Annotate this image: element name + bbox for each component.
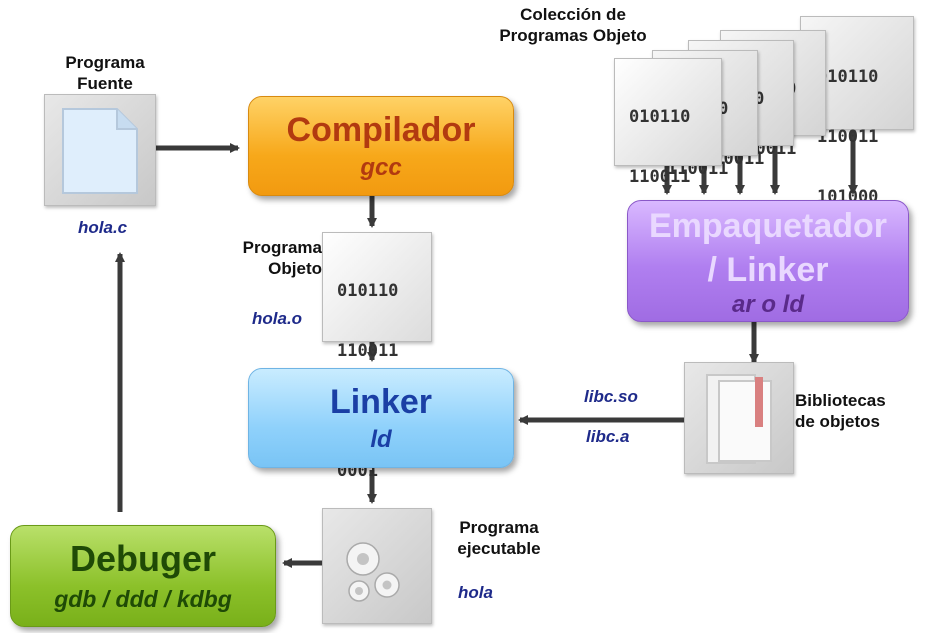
- binary-file-icon: 010110 110011 101000 0001: [322, 232, 432, 481]
- linker-box: Linker ld: [248, 368, 514, 468]
- libc-so-label: libc.so: [584, 387, 638, 406]
- empaquetador-title-line1: Empaquetador: [648, 207, 888, 245]
- empaquetador-title-line2: / Linker: [707, 251, 829, 289]
- linker-subtitle: ld: [370, 426, 392, 453]
- folder-icon: [684, 362, 794, 474]
- libc-a-label: libc.a: [586, 427, 630, 446]
- programa-ejecutable-label: Programa ejecutable: [457, 518, 541, 558]
- binary-file-stack-1: 010110 110011 101000 0001: [614, 58, 722, 307]
- gears-icon: [322, 508, 432, 624]
- debuger-subtitle: gdb / ddd / kdbg: [54, 586, 232, 612]
- compilador-box: Compilador gcc: [248, 96, 514, 196]
- coleccion-label: Colección de Programas Objeto: [499, 5, 647, 45]
- linker-title: Linker: [329, 383, 433, 421]
- folder-icon-graphic: [706, 374, 772, 464]
- empaquetador-subtitle: ar o ld: [731, 291, 804, 318]
- programa-fuente-label: Programa Fuente: [65, 53, 145, 93]
- hola-label: hola: [458, 583, 493, 602]
- gears-icon-graphic: [346, 542, 400, 602]
- empaquetador-box: Empaquetador / Linker ar o ld: [627, 200, 909, 322]
- file-icon-graphic: [62, 108, 138, 194]
- hola-c-label: hola.c: [78, 218, 128, 237]
- hola-o-label: hola.o: [252, 309, 303, 328]
- programa-objeto-label: Programa Objeto: [242, 238, 322, 278]
- compilador-title: Compilador: [286, 111, 476, 149]
- compilador-subtitle: gcc: [360, 154, 402, 181]
- debuger-box: Debuger gdb / ddd / kdbg: [10, 525, 276, 627]
- bibliotecas-label: Bibliotecas de objetos: [795, 391, 886, 431]
- file-icon: [44, 94, 156, 206]
- debuger-title: Debuger: [69, 538, 217, 579]
